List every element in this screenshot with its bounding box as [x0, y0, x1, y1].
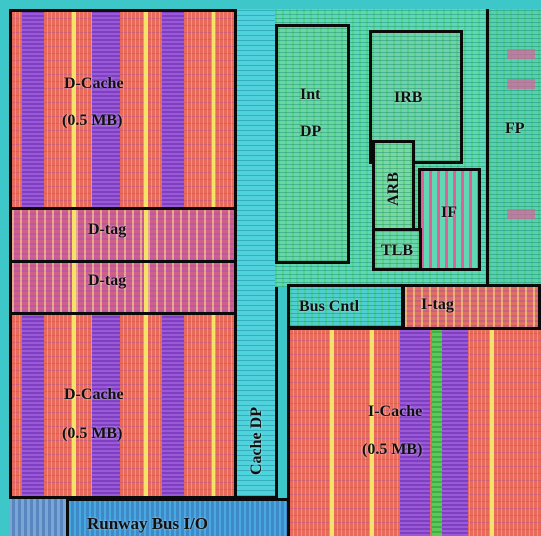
dcache-top-size: (0.5 MB)	[62, 112, 123, 129]
cache-dp-title: Cache DP	[248, 407, 265, 475]
bus-cntl-block: Bus Cntl	[287, 284, 404, 329]
if-block: IF	[418, 168, 481, 271]
arb-block: ARB	[372, 140, 415, 232]
icache-size: (0.5 MB)	[362, 441, 423, 458]
dtag-1-block: D-tag	[9, 207, 237, 263]
dtag-2-block: D-tag	[9, 260, 237, 315]
dcache-top-title: D-Cache	[64, 75, 124, 92]
icache-block: I-Cache (0.5 MB)	[287, 327, 541, 536]
dtag-2-title: D-tag	[88, 272, 127, 289]
cache-dp-block: Cache DP	[234, 9, 278, 499]
dtag-1-title: D-tag	[88, 221, 127, 238]
bus-cntl-title: Bus Cntl	[299, 298, 360, 315]
itag-block: I-tag	[402, 284, 541, 330]
irb-title: IRB	[394, 89, 423, 106]
if-title: IF	[441, 204, 457, 221]
icache-title: I-Cache	[368, 403, 423, 420]
int-dp-block: Int DP	[275, 24, 350, 264]
dcache-bottom-block: D-Cache (0.5 MB)	[9, 312, 237, 499]
dcache-bottom-size: (0.5 MB)	[62, 425, 123, 442]
dcache-top-block: D-Cache (0.5 MB)	[9, 9, 237, 210]
fp-title: FP	[505, 120, 525, 137]
arb-title: ARB	[385, 172, 402, 206]
runway-bus-title: Runway Bus I/O	[87, 514, 208, 533]
tlb-title: TLB	[381, 242, 414, 259]
tlb-block: TLB	[372, 228, 422, 271]
itag-title: I-tag	[421, 296, 454, 313]
int-dp-title-1: Int	[300, 86, 321, 103]
int-dp-title-2: DP	[300, 123, 322, 140]
runway-left-pad	[9, 499, 69, 536]
dcache-bottom-title: D-Cache	[64, 386, 124, 403]
irb-block: IRB	[369, 30, 463, 164]
fp-block: FP	[486, 9, 541, 287]
runway-bus-block: Runway Bus I/O	[66, 498, 290, 536]
